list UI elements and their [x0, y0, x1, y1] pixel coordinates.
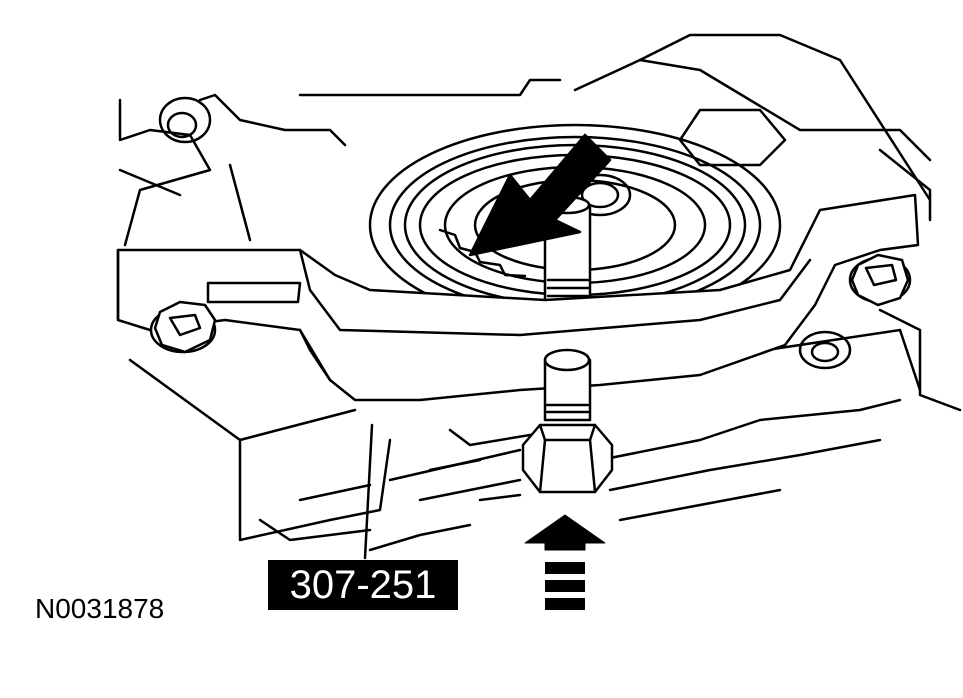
figure-id: N0031878: [35, 593, 165, 624]
arrow-down-left-icon: [468, 133, 612, 257]
installer-bridge: [116, 193, 920, 402]
center-bolt-lower: [521, 348, 614, 494]
bolt-right: [848, 253, 912, 307]
bolt-left: [149, 300, 217, 354]
engine-housing: [118, 33, 962, 552]
tool-label-leader: [363, 423, 374, 560]
arrow-up-icon: [524, 514, 606, 610]
tool-number-label: 307-251: [268, 560, 458, 610]
